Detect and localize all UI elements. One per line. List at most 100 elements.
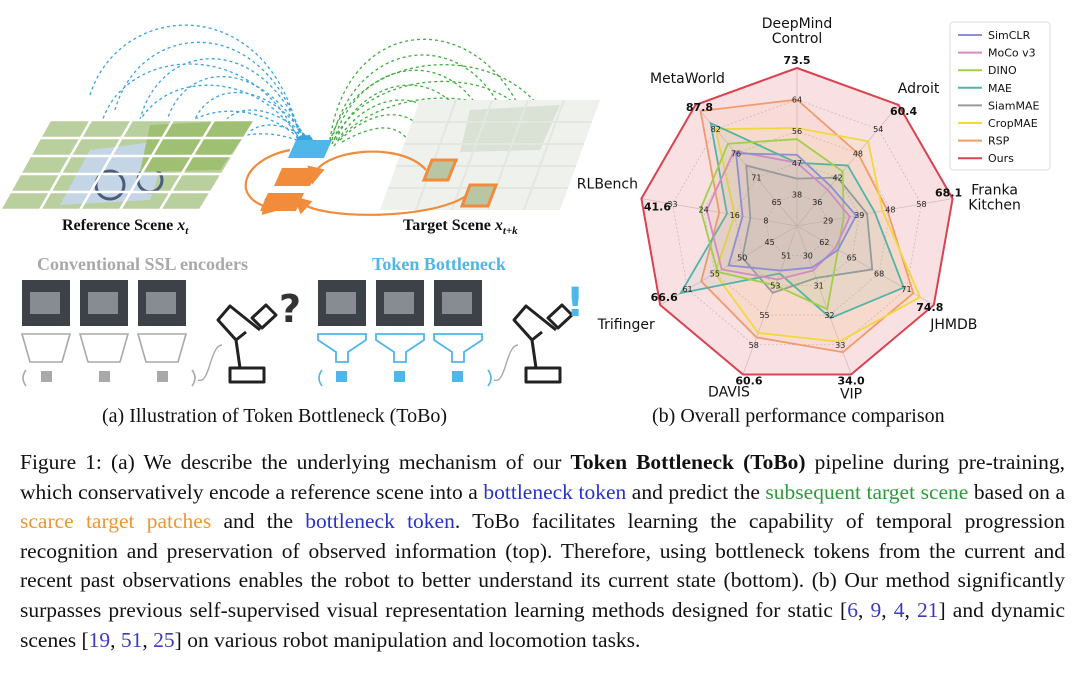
legend-entry: RSP	[988, 135, 1010, 148]
legend-entry: MAE	[988, 82, 1012, 95]
ring-tick-label: 33	[667, 200, 677, 209]
axis-max-value: 73.5	[783, 54, 810, 67]
ring-tick-label: 62	[819, 238, 829, 247]
question-mark: ?	[279, 287, 301, 331]
exclamation-mark: !	[566, 280, 584, 326]
axis-max-value: 66.6	[651, 291, 678, 304]
bottleneck-funnel-1	[317, 333, 367, 363]
legend-entry: CropMAE	[988, 117, 1038, 130]
caption-bottleneck-token-1: bottleneck token	[483, 479, 627, 504]
ring-tick-label: 54	[873, 125, 883, 134]
ring-tick-label: 56	[792, 127, 802, 136]
subcaption-b: (b) Overall performance comparison	[652, 405, 945, 427]
ring-tick-label: 30	[803, 252, 813, 261]
ring-tick-label: 76	[731, 149, 741, 158]
ring-tick-label: 61	[682, 285, 692, 294]
legend-entry: MoCo v3	[988, 47, 1036, 60]
ring-tick-label: 65	[847, 254, 857, 263]
target-scene-label: Target Scene xt+k	[403, 217, 518, 237]
encoder-trapezoid-2	[78, 333, 130, 363]
target-scene-image	[380, 99, 600, 211]
axis-label: Trifinger	[597, 317, 655, 333]
pipeline-illustration: Reference Scene xt Target Scene xt+k Con…	[0, 24, 600, 427]
ring-tick-label: 16	[730, 211, 740, 220]
axis-max-value: 87.8	[686, 101, 713, 114]
ring-tick-label: 38	[792, 190, 802, 199]
ring-tick-label: 32	[824, 311, 834, 320]
bottleneck-funnel-3	[433, 333, 483, 363]
legend-box	[949, 21, 1051, 171]
reference-scene-label: Reference Scene xt	[62, 217, 189, 237]
citation-link[interactable]: 9	[870, 597, 882, 622]
caption-target-scene: subsequent target scene	[765, 479, 969, 504]
axis-label: RLBench	[577, 177, 638, 193]
target-patch-2	[459, 183, 499, 208]
figure-canvas: Reference Scene xt Target Scene xt+k Con…	[0, 16, 1051, 427]
citation-link[interactable]: 51	[120, 627, 143, 652]
axis-max-value: 60.4	[890, 105, 917, 118]
ring-tick-label: 65	[772, 198, 782, 207]
token-flow-arrow	[244, 148, 291, 215]
axis-max-value: 68.1	[935, 187, 962, 200]
ring-tick-label: 24	[699, 206, 709, 215]
ring-tick-label: 82	[711, 125, 721, 134]
bottleneck-token-1	[336, 371, 347, 382]
legend-entry: SimCLR	[988, 29, 1031, 42]
ring-tick-label: 58	[749, 341, 759, 350]
caption-bottleneck-token-2: bottleneck token	[305, 509, 455, 534]
axis-max-value: 60.6	[735, 374, 762, 387]
ring-tick-label: 53	[770, 281, 780, 290]
ring-tick-label: 55	[759, 311, 769, 320]
robot-arm-icon-1	[216, 303, 278, 384]
bottleneck-token-icon	[288, 140, 332, 158]
reference-scene-image	[0, 118, 258, 212]
citation-link[interactable]: 25	[153, 627, 175, 652]
ring-tick-label: 64	[792, 96, 802, 105]
bottleneck-token-2	[394, 371, 405, 382]
ring-tick-label: 47	[792, 159, 802, 168]
ring-tick-label: 55	[710, 269, 720, 278]
axis-spoke	[742, 225, 798, 375]
cls-token-3	[157, 371, 168, 382]
series-mae	[678, 121, 905, 320]
ring-tick-label: 33	[835, 341, 845, 350]
citation-link[interactable]: 19	[88, 627, 111, 652]
caption-bold-tobo: Token Bottleneck (ToBo)	[570, 450, 806, 474]
cls-token-2	[99, 371, 110, 382]
legend-entry: SiamMAE	[988, 99, 1040, 112]
grid-ring	[703, 130, 891, 316]
ring-tick-label: 71	[901, 285, 911, 294]
axis-label: DAVIS	[708, 384, 750, 400]
encoder-trapezoid-3	[136, 333, 188, 363]
ring-tick-label: 39	[854, 211, 864, 220]
axis-max-value: 74.8	[916, 301, 943, 314]
legend-entry: Ours	[988, 152, 1014, 165]
citation-link[interactable]: 4	[893, 597, 905, 622]
ring-tick-label: 71	[751, 174, 761, 183]
citation-link[interactable]: 6	[847, 597, 858, 622]
grid-ring	[734, 162, 860, 286]
axis-label: VIP	[840, 386, 862, 402]
caption-target-patches: scarce target patches	[20, 509, 212, 534]
bottleneck-token-3	[452, 371, 463, 382]
cls-token-1	[41, 371, 52, 382]
bottleneck-funnel-2	[375, 333, 425, 363]
ring-tick-label: 68	[874, 269, 884, 278]
target-patch-1	[421, 158, 459, 182]
conventional-ssl-label: Conventional SSL encoders	[37, 254, 248, 274]
citation-link[interactable]: 21	[917, 597, 939, 622]
ring-tick-label: 29	[823, 217, 833, 226]
grid-ring	[765, 193, 829, 257]
axis-label: MetaWorld	[650, 71, 725, 87]
encoder-trapezoid-1	[20, 333, 72, 363]
axis-spoke	[796, 225, 935, 306]
ring-tick-label: 42	[833, 174, 843, 183]
ring-tick-label: 50	[737, 254, 747, 263]
ring-tick-label: 48	[853, 149, 863, 158]
ring-tick-label: 36	[812, 198, 822, 207]
axis-max-value: 34.0	[837, 374, 864, 387]
ring-tick-label: 48	[885, 206, 895, 215]
axis-label: JHMDB	[929, 317, 977, 333]
series-rsp	[699, 98, 915, 354]
